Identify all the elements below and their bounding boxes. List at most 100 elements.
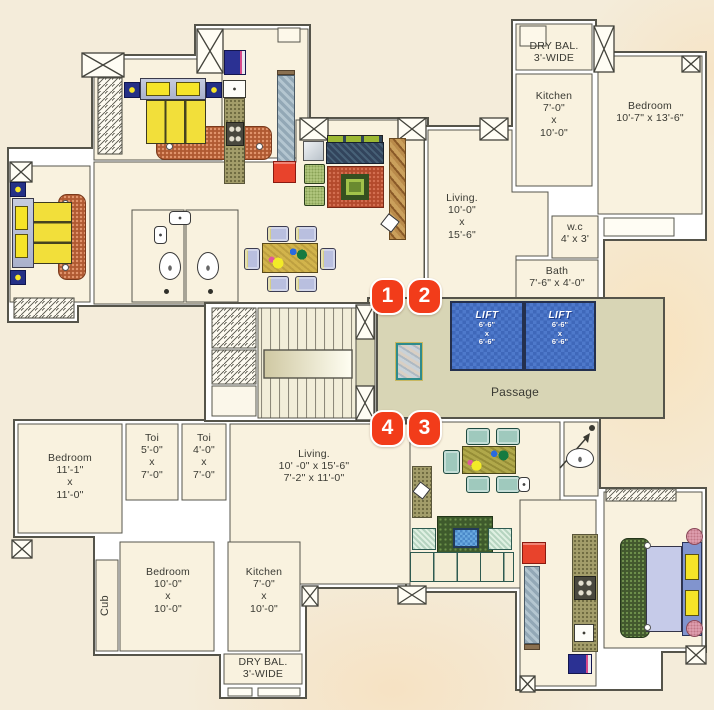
column-xbox	[81, 52, 125, 78]
column-xbox	[685, 645, 707, 665]
dining-chair	[244, 248, 260, 270]
pillow	[176, 82, 200, 96]
label-dry-bal-top-right: DRY BAL.3'-WIDE	[529, 40, 579, 65]
center-table	[341, 174, 369, 200]
kitchen-platform	[524, 566, 540, 644]
lift-2: LIFT 6'-6" x 6'-6"	[524, 301, 596, 371]
unit-badge-4: 4	[370, 410, 405, 447]
column-xbox	[9, 161, 33, 183]
refrigerator	[273, 161, 296, 183]
sofa	[410, 552, 514, 582]
kitchen-sink	[223, 80, 246, 98]
pillow	[146, 82, 170, 96]
counter-end	[524, 644, 540, 650]
dining-chair	[267, 226, 289, 242]
dining-chair	[267, 276, 289, 292]
stove-icon	[574, 576, 596, 600]
dining-chair	[443, 450, 460, 474]
bed-finial	[62, 264, 69, 271]
bed-finial	[644, 624, 651, 631]
nightstand	[124, 82, 140, 98]
bedside-lamp	[686, 528, 703, 545]
counter-end	[277, 70, 295, 75]
sofa	[326, 142, 384, 164]
label-passage: Passage	[490, 385, 540, 399]
column-xbox	[301, 585, 319, 607]
kitchen-sink	[574, 624, 594, 642]
toilet-pot	[197, 252, 219, 280]
lift-label: LIFT	[475, 310, 499, 321]
wash-basin	[518, 477, 530, 492]
wall-picture	[396, 343, 422, 380]
toilet-pot	[159, 252, 181, 280]
wardrobe-top-left-vertical	[97, 77, 123, 155]
column-xbox	[355, 304, 375, 340]
dining-chair	[466, 428, 490, 445]
door-pivot	[164, 289, 169, 294]
pillow	[15, 206, 28, 230]
column-xbox	[397, 585, 427, 605]
center-table	[453, 528, 479, 548]
stove-icon	[226, 122, 244, 146]
pillow	[15, 234, 28, 258]
label-living-bottom-left: Living.10' -0" x 15'-6" 7'-2" x 11'-0"	[278, 448, 350, 485]
lift-1: LIFT 6'-6" x 6'-6"	[450, 301, 524, 371]
refrigerator	[522, 542, 546, 564]
dining-chair	[295, 276, 317, 292]
dining-chair	[496, 428, 520, 445]
lift-label: LIFT	[548, 310, 572, 321]
column-xbox	[593, 25, 615, 73]
dining-table	[462, 446, 516, 474]
side-table	[303, 141, 324, 161]
pillow	[685, 554, 699, 580]
armchair	[304, 164, 325, 184]
column-xbox	[355, 385, 375, 421]
nightstand	[10, 270, 26, 285]
column-xbox	[11, 539, 33, 559]
column-xbox	[196, 28, 224, 74]
staircase	[204, 302, 378, 422]
kitchen-platform	[277, 75, 295, 162]
dining-chair	[466, 476, 490, 493]
column-xbox	[299, 117, 329, 141]
dining-chair	[295, 226, 317, 242]
sofa-end-seat	[488, 528, 512, 550]
dining-chair	[320, 248, 336, 270]
nightstand	[206, 82, 222, 98]
bed-finial	[256, 143, 263, 150]
wash-basin	[154, 226, 167, 244]
washing-machine	[224, 50, 246, 75]
wardrobe-bottom-right	[605, 488, 677, 502]
wardrobes	[13, 77, 677, 502]
dining-chair	[496, 476, 520, 493]
wardrobe-left-horizontal	[13, 297, 75, 319]
unit-badge-3: 3	[407, 410, 442, 447]
columns	[9, 25, 707, 693]
label-cub: Cub	[99, 595, 111, 617]
toilet-pot	[566, 448, 594, 468]
double-bed-mattress	[30, 202, 72, 264]
pillow	[685, 590, 699, 616]
sofa-end-seat	[412, 528, 436, 550]
column-xbox	[681, 55, 701, 73]
washing-machine	[568, 654, 592, 674]
bed-finial	[166, 143, 173, 150]
bed-rug	[620, 538, 650, 638]
double-bed-mattress	[646, 546, 682, 632]
door-pivot	[208, 289, 213, 294]
double-bed-mattress	[146, 100, 206, 144]
wash-basin	[169, 211, 191, 225]
unit-badge-1: 1	[370, 278, 405, 315]
column-xbox	[397, 117, 427, 141]
bedside-lamp	[686, 620, 703, 637]
